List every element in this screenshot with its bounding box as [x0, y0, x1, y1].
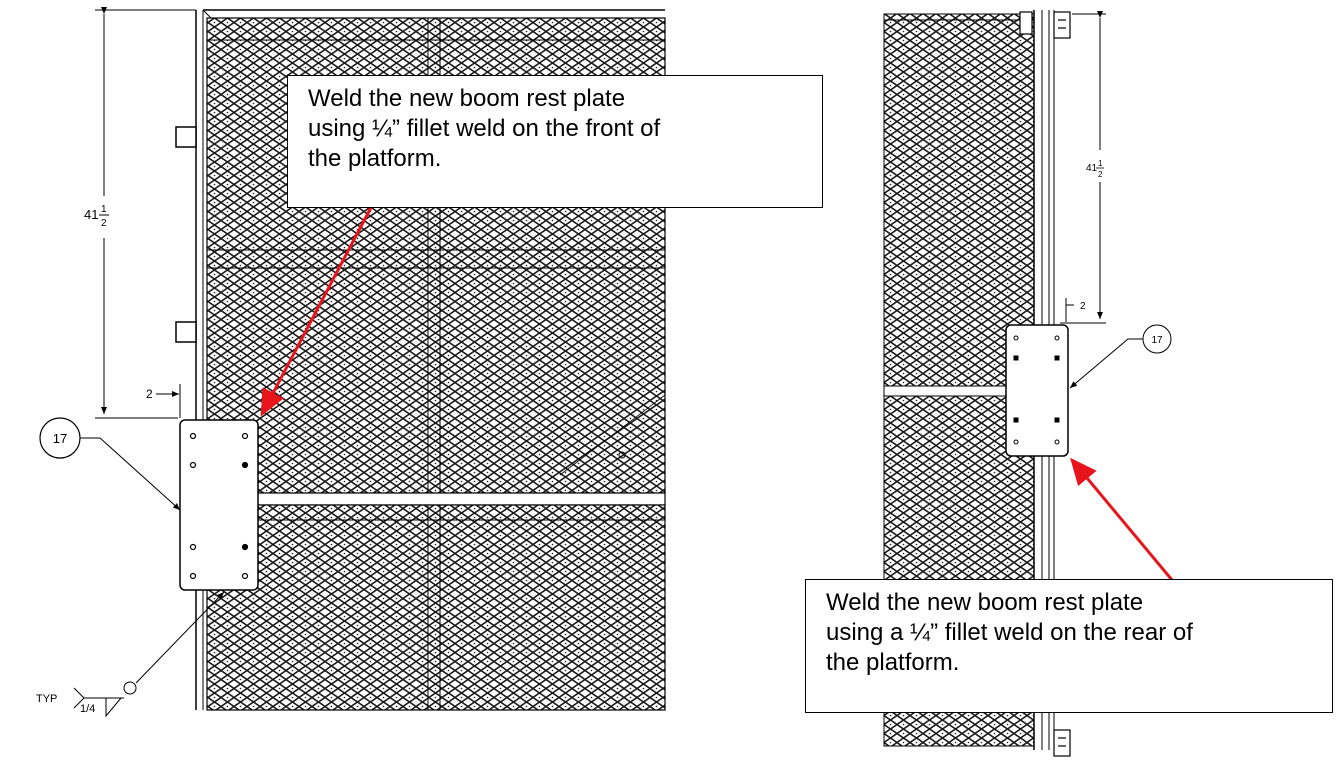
- callout-line: the platform.: [308, 145, 442, 172]
- bottom-bracket: [1053, 729, 1071, 757]
- hidden-line: [559, 394, 666, 476]
- plate-holes: [189, 432, 249, 580]
- dimension-fraction-num: 1: [101, 204, 107, 215]
- boom-rest-plate: [1005, 324, 1069, 457]
- weld-note: TYP: [36, 693, 57, 705]
- callout-line: Weld the new boom rest plate: [826, 589, 1144, 616]
- hole: [618, 451, 626, 459]
- weld-symbol: TYP 1/4: [36, 591, 225, 718]
- offset-dimension-label: 2: [146, 387, 153, 401]
- item-balloon-number: 17: [1151, 335, 1163, 346]
- callout-arrow: [260, 197, 378, 417]
- dimension-fraction-num: 1: [1098, 159, 1103, 168]
- callout-line: using a ¼” fillet weld on the rear of: [826, 619, 1193, 646]
- post-tab: [175, 321, 197, 343]
- balloon-leader: [1069, 338, 1143, 389]
- rear-weld-callout: Weld the new boom rest plate using a ¼” …: [805, 579, 1333, 713]
- panel-gap: [206, 492, 666, 506]
- post-tab: [175, 126, 197, 148]
- balloon-leader: [80, 437, 181, 511]
- offset-dimension-label: 2: [1080, 301, 1086, 312]
- dimension-fraction-den: 2: [101, 218, 107, 229]
- plate-holes: [1013, 335, 1060, 445]
- item-balloon-number: 17: [53, 431, 67, 446]
- boom-rest-plate: [179, 419, 259, 591]
- front-weld-callout: Weld the new boom rest plate using ¼” fi…: [287, 75, 823, 208]
- callout-line: Weld the new boom rest plate: [308, 85, 626, 112]
- callout-line: using ¼” fillet weld on the front of: [308, 115, 661, 142]
- dimension-whole: 41: [1086, 163, 1098, 174]
- dimension-fraction-den: 2: [1098, 170, 1103, 179]
- dimension-whole: 41: [84, 207, 98, 222]
- top-bracket: [1019, 11, 1071, 39]
- weld-size: 1/4: [80, 703, 95, 715]
- callout-line: the platform.: [826, 649, 960, 676]
- mesh-panel-upper: [883, 13, 1035, 387]
- callout-arrow: [1070, 457, 1174, 581]
- mesh-panel-lower: [206, 504, 666, 711]
